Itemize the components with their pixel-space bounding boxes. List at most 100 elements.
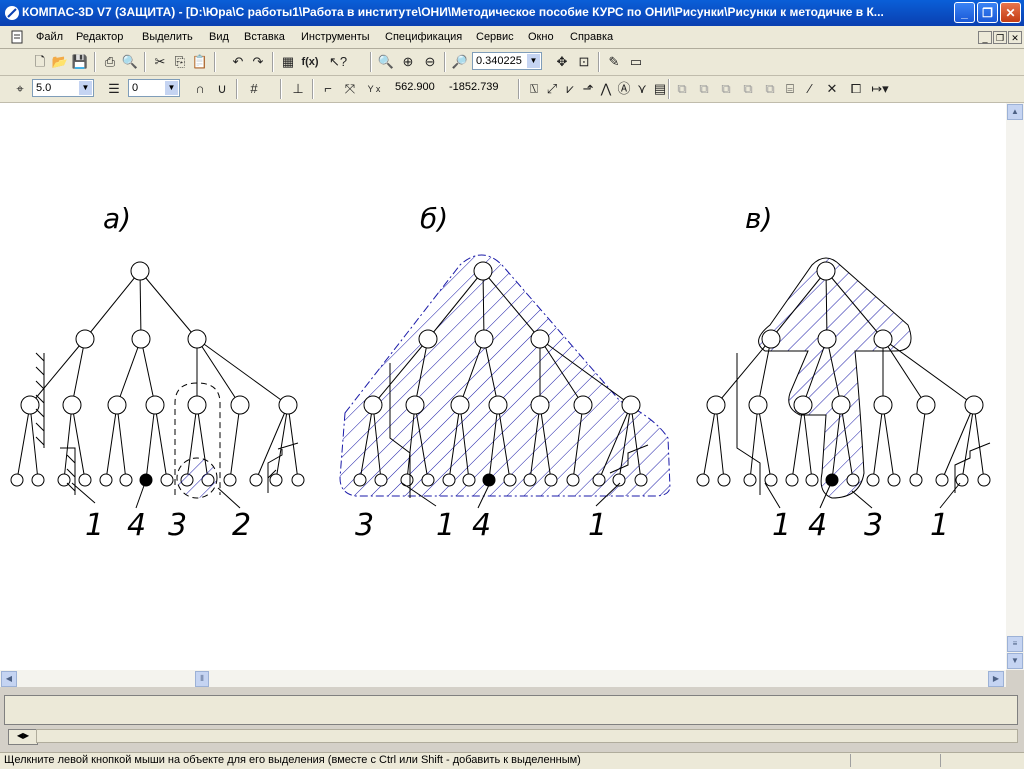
select-color-icon[interactable]: ⋎ [637, 81, 647, 96]
doc-close-button[interactable]: ✕ [1008, 31, 1022, 44]
chevron-down-icon[interactable]: ▼ [527, 54, 540, 68]
calculator-icon[interactable]: ▦ [281, 54, 295, 69]
print-preview-icon[interactable]: 🔍 [121, 54, 139, 69]
hatched-region-b [339, 254, 671, 497]
tree-node [278, 395, 298, 415]
pan-icon[interactable]: ✥ [556, 54, 568, 69]
save-icon[interactable]: 💾 [71, 54, 89, 69]
vertical-scrollbar[interactable]: ▲ ≡ ▼ [1006, 103, 1024, 670]
dashed-loop-a [174, 382, 221, 495]
paste-icon[interactable]: 📋 [191, 54, 209, 69]
drawing-canvas[interactable]: а) б) в) [0, 103, 1006, 670]
doc-minimize-button[interactable]: _ [978, 31, 992, 44]
edit-deform-icon[interactable]: ⌸ [786, 81, 794, 96]
select-all-icon[interactable]: Ⓐ [617, 81, 631, 96]
local-cs-icon[interactable]: ⊥ [292, 81, 304, 96]
menu-service[interactable]: Сервис [476, 31, 514, 43]
coord-cursor-icon[interactable]: ⤧ [344, 81, 356, 96]
ortho-mode-icon[interactable]: ⌐ [324, 81, 332, 96]
print-icon[interactable]: ⎙ [104, 54, 116, 69]
tree-node [160, 473, 174, 487]
edit-move-icon[interactable]: ⧉ [677, 81, 687, 96]
select-window-icon[interactable]: ⤢ [546, 81, 558, 96]
horizontal-scroll-thumb[interactable]: ⦀ [195, 671, 209, 687]
scroll-right-arrow-icon[interactable]: ▶ [988, 671, 1004, 687]
zoom-scale-combo[interactable]: 0.340225▼ [472, 52, 542, 70]
layer-combo[interactable]: 0▼ [128, 79, 180, 97]
edit-rotate-icon[interactable]: ⧉ [699, 81, 709, 96]
step-combo[interactable]: 5.0▼ [32, 79, 94, 97]
chevron-down-icon[interactable]: ▼ [165, 81, 178, 95]
panel-arrows[interactable]: ◀▶ [8, 729, 38, 745]
menu-tools[interactable]: Инструменты [301, 31, 370, 43]
restore-button[interactable]: ❐ [977, 2, 998, 23]
minimize-button[interactable]: _ [954, 2, 975, 23]
show-all-icon[interactable]: ⊡ [578, 54, 590, 69]
menu-select[interactable]: Выделить [142, 31, 193, 43]
tree-edge [529, 404, 541, 481]
tree-node [817, 329, 837, 349]
horizontal-scrollbar[interactable]: ◀ ⦀ ▶ [0, 670, 1006, 687]
ref-number-c2: 4 [808, 508, 827, 543]
redo-icon[interactable]: ↷ [252, 54, 264, 69]
local-snap-icon[interactable]: ∪ [217, 81, 227, 96]
scroll-down-arrow-icon[interactable]: ▼ [1007, 653, 1023, 669]
edit-scale-icon[interactable]: ⧉ [721, 81, 731, 96]
function-button[interactable]: f(x) [301, 56, 319, 68]
open-folder-icon[interactable]: 📂 [51, 54, 69, 69]
tree-node [909, 473, 923, 487]
coord-y-field[interactable]: -1852.739 [449, 81, 499, 93]
zoom-window-icon[interactable]: 🔍 [377, 54, 395, 69]
menu-insert[interactable]: Вставка [244, 31, 285, 43]
brush-icon[interactable]: ✎ [608, 54, 620, 69]
menu-help[interactable]: Справка [570, 31, 614, 43]
coord-x-field[interactable]: 562.900 [395, 81, 435, 93]
tree-edge [140, 338, 156, 406]
tree-node [544, 473, 558, 487]
step-cursor-icon[interactable]: ⌖ [16, 81, 24, 96]
scroll-up-arrow-icon[interactable]: ▲ [1007, 104, 1023, 120]
edit-clip-icon[interactable]: ⧠ [850, 81, 862, 96]
select-attribute-icon[interactable]: ▤ [653, 81, 667, 96]
select-layer-icon[interactable]: ⩗ [566, 81, 574, 96]
display-mode-icon[interactable]: ▭ [629, 54, 643, 69]
new-document-icon[interactable]: 🗋 [34, 54, 46, 69]
tree-node [706, 395, 726, 415]
edit-measure-icon[interactable]: ↦▾ [871, 81, 889, 96]
tree-node [530, 395, 550, 415]
tree-edge [229, 404, 241, 481]
tree-edge [459, 404, 470, 481]
snap-magnet-icon[interactable]: ∩ [195, 81, 205, 96]
edit-copy-icon[interactable]: ⧉ [765, 81, 775, 96]
cut-icon[interactable]: ✂ [154, 54, 166, 69]
document-icon[interactable] [10, 30, 24, 44]
menu-file[interactable]: Файл [36, 31, 64, 43]
tree-edge [63, 404, 73, 481]
edit-break-icon[interactable]: ✕ [826, 81, 838, 96]
grid-icon[interactable]: # [250, 81, 258, 96]
doc-restore-button[interactable]: ❐ [993, 31, 1007, 44]
select-type-icon[interactable]: ⋀ [600, 81, 612, 96]
menu-edit[interactable]: Редактор [76, 31, 124, 43]
tree-edge [196, 338, 241, 406]
scroll-left-arrow-icon[interactable]: ◀ [1, 671, 17, 687]
edit-symmetry-icon[interactable]: ⧉ [743, 81, 753, 96]
menu-view[interactable]: Вид [209, 31, 229, 43]
undo-icon[interactable]: ↶ [232, 54, 244, 69]
layers-icon[interactable]: ☰ [108, 81, 120, 96]
edit-trim-icon[interactable]: ⁄ [808, 81, 812, 96]
zoom-scale-icon[interactable]: 🔎 [451, 54, 469, 69]
chevron-down-icon[interactable]: ▼ [79, 81, 92, 95]
copy-icon[interactable]: ⎘ [174, 54, 186, 69]
close-button[interactable]: ✕ [1000, 2, 1021, 23]
menu-window[interactable]: Окно [528, 31, 554, 43]
tree-node [566, 473, 580, 487]
vertical-scroll-thumb[interactable]: ≡ [1007, 636, 1023, 652]
select-object-icon[interactable]: ⍂ [530, 81, 538, 96]
ref-number-b2: 1 [436, 508, 455, 543]
zoom-in-icon[interactable]: ⊕ [402, 54, 414, 69]
select-style-icon[interactable]: ⬏ [582, 81, 594, 96]
menu-specification[interactable]: Спецификация [385, 31, 463, 43]
zoom-out-icon[interactable]: ⊖ [424, 54, 436, 69]
help-pointer-icon[interactable]: ↖? [328, 54, 348, 69]
